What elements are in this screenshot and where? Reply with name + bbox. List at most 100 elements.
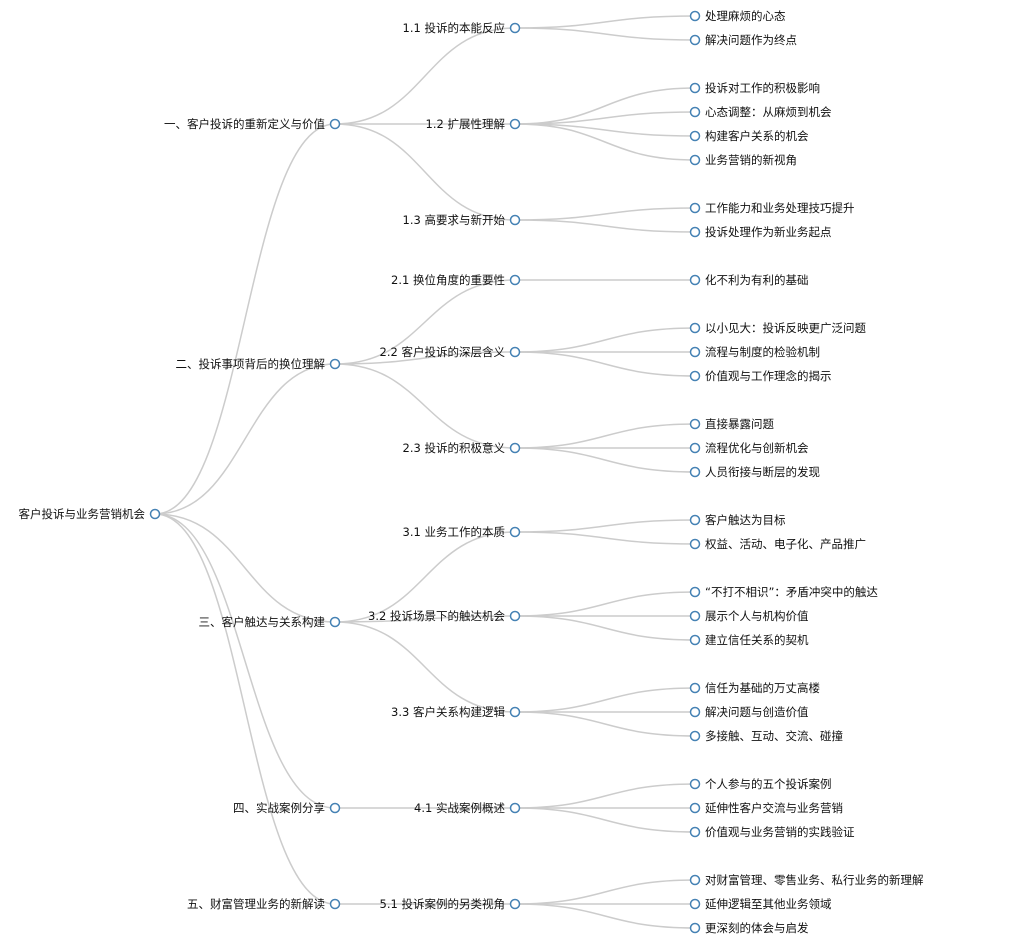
node-circle-icon[interactable]	[509, 442, 521, 454]
node-circle-icon[interactable]	[689, 874, 701, 886]
leaf-node[interactable]: 直接暴露问题	[689, 417, 775, 431]
node-circle-icon[interactable]	[509, 214, 521, 226]
node-label: 化不利为有利的基础	[705, 273, 809, 287]
subtopic-node[interactable]: 1.1 投诉的本能反应	[403, 21, 521, 35]
leaf-node[interactable]: 化不利为有利的基础	[689, 273, 809, 287]
node-circle-icon[interactable]	[509, 610, 521, 622]
node-circle-icon[interactable]	[689, 466, 701, 478]
node-circle-icon[interactable]	[689, 778, 701, 790]
leaf-node[interactable]: 人员衔接与断层的发现	[689, 465, 821, 479]
leaf-node[interactable]: 解决问题与创造价值	[689, 705, 809, 719]
node-circle-icon[interactable]	[329, 358, 341, 370]
leaf-node[interactable]: 价值观与业务营销的实践验证	[689, 825, 855, 839]
node-circle-icon[interactable]	[689, 610, 701, 622]
node-circle-icon[interactable]	[689, 514, 701, 526]
node-circle-icon[interactable]	[689, 346, 701, 358]
node-circle-icon[interactable]	[689, 730, 701, 742]
leaf-node[interactable]: 延伸逻辑至其他业务领域	[689, 897, 832, 911]
leaf-node[interactable]: 权益、活动、电子化、产品推广	[689, 537, 867, 551]
node-circle-icon[interactable]	[689, 82, 701, 94]
leaf-node[interactable]: 构建客户关系的机会	[689, 129, 809, 143]
subtopic-node[interactable]: 2.2 客户投诉的深层含义	[380, 345, 521, 359]
root-node[interactable]: 客户投诉与业务营销机会	[19, 507, 161, 521]
node-circle-icon[interactable]	[689, 586, 701, 598]
node-label: 价值观与业务营销的实践验证	[705, 825, 855, 839]
node-circle-icon[interactable]	[509, 898, 521, 910]
leaf-node[interactable]: 投诉处理作为新业务起点	[689, 225, 832, 239]
node-circle-icon[interactable]	[689, 106, 701, 118]
node-circle-icon[interactable]	[689, 682, 701, 694]
node-circle-icon[interactable]	[149, 508, 161, 520]
leaf-node[interactable]: 以小见大：投诉反映更广泛问题	[689, 321, 867, 335]
topic-node[interactable]: 四、实战案例分享	[233, 801, 341, 815]
subtopic-node[interactable]: 1.2 扩展性理解	[426, 117, 521, 131]
leaf-node[interactable]: 流程优化与创新机会	[689, 441, 809, 455]
leaf-node[interactable]: 价值观与工作理念的揭示	[689, 369, 832, 383]
node-circle-icon[interactable]	[689, 826, 701, 838]
subtopic-node[interactable]: 4.1 实战案例概述	[414, 801, 521, 815]
node-circle-icon[interactable]	[689, 274, 701, 286]
leaf-node[interactable]: 业务营销的新视角	[689, 153, 798, 167]
subtopic-node[interactable]: 3.2 投诉场景下的触达机会	[368, 609, 521, 623]
node-circle-icon[interactable]	[689, 538, 701, 550]
leaf-node[interactable]: 流程与制度的检验机制	[689, 345, 821, 359]
node-circle-icon[interactable]	[329, 616, 341, 628]
topic-node[interactable]: 二、投诉事项背后的换位理解	[176, 357, 341, 371]
node-circle-icon[interactable]	[689, 130, 701, 142]
node-circle-icon[interactable]	[329, 118, 341, 130]
subtopic-node[interactable]: 3.3 客户关系构建逻辑	[391, 705, 521, 719]
node-circle-icon[interactable]	[689, 922, 701, 934]
leaf-node[interactable]: 展示个人与机构价值	[689, 609, 809, 623]
node-circle-icon[interactable]	[689, 370, 701, 382]
node-circle-icon[interactable]	[509, 118, 521, 130]
subtopic-node[interactable]: 3.1 业务工作的本质	[403, 525, 521, 539]
node-circle-icon[interactable]	[689, 442, 701, 454]
leaf-node[interactable]: 处理麻烦的心态	[689, 9, 786, 23]
leaf-node[interactable]: 个人参与的五个投诉案例	[689, 777, 832, 791]
subtopic-node[interactable]: 2.1 换位角度的重要性	[391, 273, 521, 287]
link-root-children-1-children-1	[334, 351, 516, 365]
node-circle-icon[interactable]	[509, 526, 521, 538]
leaf-node[interactable]: 对财富管理、零售业务、私行业务的新理解	[689, 873, 924, 887]
subtopic-node[interactable]: 2.3 投诉的积极意义	[403, 441, 521, 455]
node-label: 延伸性客户交流与业务营销	[705, 801, 843, 815]
leaf-node[interactable]: 延伸性客户交流与业务营销	[689, 801, 844, 815]
leaf-node[interactable]: 心态调整：从麻烦到机会	[689, 105, 832, 119]
leaf-node[interactable]: 解决问题作为终点	[689, 33, 798, 47]
link-root-children-1-children-2-children-2	[514, 447, 696, 473]
leaf-node[interactable]: 多接触、互动、交流、碰撞	[689, 729, 844, 743]
node-circle-icon[interactable]	[509, 346, 521, 358]
node-circle-icon[interactable]	[689, 706, 701, 718]
topic-node[interactable]: 五、财富管理业务的新解读	[187, 897, 341, 911]
leaf-node[interactable]: 客户触达为目标	[689, 513, 786, 527]
topic-node[interactable]: 一、客户投诉的重新定义与价值	[164, 117, 341, 131]
subtopic-node[interactable]: 1.3 高要求与新开始	[403, 213, 521, 227]
node-circle-icon[interactable]	[689, 10, 701, 22]
node-circle-icon[interactable]	[689, 802, 701, 814]
subtopic-node[interactable]: 5.1 投诉案例的另类视角	[380, 897, 521, 911]
node-label: 1.3 高要求与新开始	[403, 213, 506, 227]
node-circle-icon[interactable]	[689, 418, 701, 430]
node-circle-icon[interactable]	[689, 202, 701, 214]
leaf-node[interactable]: 信任为基础的万丈高楼	[689, 681, 821, 695]
node-circle-icon[interactable]	[689, 226, 701, 238]
leaf-node[interactable]: 建立信任关系的契机	[689, 633, 809, 647]
topic-node[interactable]: 三、客户触达与关系构建	[199, 615, 341, 629]
node-circle-icon[interactable]	[689, 154, 701, 166]
node-label: 5.1 投诉案例的另类视角	[380, 897, 505, 911]
leaf-node[interactable]: 投诉对工作的积极影响	[689, 81, 821, 95]
node-circle-icon[interactable]	[509, 706, 521, 718]
node-circle-icon[interactable]	[509, 802, 521, 814]
node-circle-icon[interactable]	[689, 322, 701, 334]
leaf-node[interactable]: “不打不相识”：矛盾冲突中的触达	[689, 585, 879, 599]
node-circle-icon[interactable]	[509, 22, 521, 34]
node-circle-icon[interactable]	[689, 34, 701, 46]
leaf-node[interactable]: 更深刻的体会与启发	[689, 921, 809, 935]
node-circle-icon[interactable]	[509, 274, 521, 286]
node-circle-icon[interactable]	[689, 898, 701, 910]
node-circle-icon[interactable]	[329, 898, 341, 910]
node-label: 处理麻烦的心态	[705, 9, 786, 23]
node-circle-icon[interactable]	[329, 802, 341, 814]
leaf-node[interactable]: 工作能力和业务处理技巧提升	[689, 201, 855, 215]
node-circle-icon[interactable]	[689, 634, 701, 646]
